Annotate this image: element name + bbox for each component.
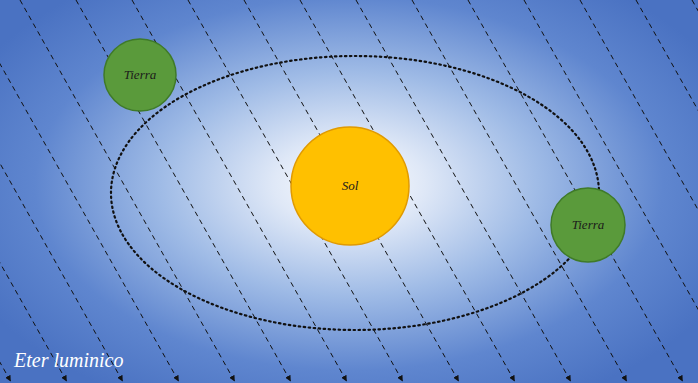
ether-line [636, 0, 698, 381]
ether-line [692, 0, 698, 381]
node-label: Tierra [572, 217, 605, 233]
ether-line [0, 0, 122, 381]
ether-line [0, 0, 10, 381]
ether-line [244, 0, 458, 381]
ether-line [412, 0, 626, 381]
ether-line [0, 0, 178, 381]
ether-line [0, 0, 66, 381]
ether-line [468, 0, 682, 381]
ether-line [20, 0, 234, 381]
earth-circle: Tierra [103, 38, 177, 112]
orbit [111, 56, 599, 330]
sun-circle: Sol [290, 126, 410, 246]
node-label: Tierra [124, 67, 157, 83]
ether-label: Eter luminico [14, 349, 123, 372]
ether-line [76, 0, 290, 381]
ether-line [524, 0, 698, 381]
earth-circle: Tierra [550, 187, 626, 263]
node-label: Sol [342, 178, 359, 194]
